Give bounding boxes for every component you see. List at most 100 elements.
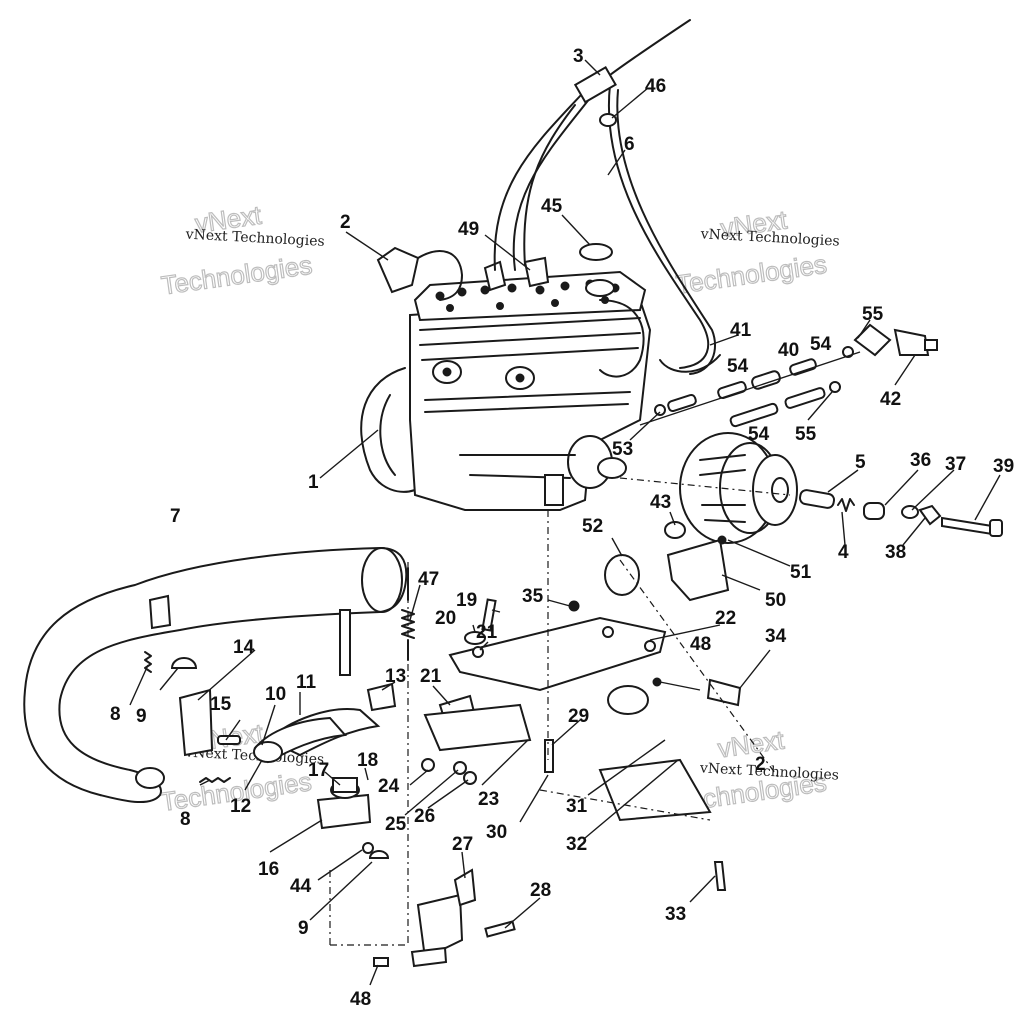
callout-48-mid: 48 <box>690 634 711 655</box>
callout-53: 53 <box>612 439 633 460</box>
bumper-52 <box>604 554 640 596</box>
cable-left-c <box>523 104 576 266</box>
callout-49: 49 <box>458 219 479 240</box>
flange-13 <box>366 682 397 712</box>
muffler-body-7 <box>23 546 408 803</box>
oil-fitting-42-body <box>893 328 930 356</box>
bolt-19 <box>481 598 497 632</box>
leader-lines <box>129 59 1001 986</box>
washer-37 <box>901 505 919 519</box>
muffler-assembly <box>23 546 408 803</box>
hose-54-upper-a <box>717 380 747 400</box>
bracket-50 <box>666 538 730 602</box>
engine-spark-plug-right <box>523 256 550 288</box>
oil-cap-45 <box>579 243 615 297</box>
callout-47: 47 <box>418 569 439 590</box>
callout-21-upper: 21 <box>476 622 498 643</box>
callout-55-upper: 55 <box>862 304 884 325</box>
grommet-9-lower <box>368 850 390 859</box>
bushing-36 <box>863 502 885 520</box>
engine-mount-boss <box>544 474 564 506</box>
mount-16-plate <box>316 793 372 830</box>
bolt-33 <box>713 861 727 891</box>
callout-19: 19 <box>456 590 477 611</box>
exhaust-manifold <box>217 682 397 764</box>
engine-mount-16 <box>316 777 372 830</box>
spring-8-lower <box>199 777 231 783</box>
callout-14: 14 <box>233 637 255 658</box>
clip-55-lower <box>829 381 841 393</box>
nut-48-bottom <box>373 957 389 967</box>
callout-16: 16 <box>258 859 279 880</box>
callout-1: 1 <box>308 472 319 493</box>
callout-38: 38 <box>885 542 906 563</box>
callout-41: 41 <box>730 320 752 341</box>
callout-24: 24 <box>378 776 400 797</box>
callout-35: 35 <box>522 586 544 607</box>
cap-45-top <box>579 243 613 261</box>
engine-block-body <box>409 298 652 511</box>
nut-35 <box>568 600 580 612</box>
cap-45-base <box>585 279 615 297</box>
callout-52: 52 <box>582 516 603 537</box>
muffler-inlet <box>135 767 165 789</box>
oil-line-6 <box>607 84 710 369</box>
callout-28: 28 <box>530 880 551 901</box>
callout-20: 20 <box>435 608 456 629</box>
callout-15: 15 <box>210 694 232 715</box>
primer-bulb-2 <box>376 246 420 294</box>
manifold-outlet-12 <box>253 741 283 763</box>
hose-54-lower-c <box>784 387 826 409</box>
callout-46: 46 <box>645 76 666 97</box>
bolt-51 <box>717 535 727 545</box>
callout-2: 2 <box>340 212 351 233</box>
hose-54-lower-b <box>729 402 779 428</box>
mount-17-body <box>332 777 358 793</box>
callout-26: 26 <box>414 806 435 827</box>
gasket-15 <box>217 735 241 745</box>
callout-13: 13 <box>385 666 406 687</box>
callout-25: 25 <box>385 814 407 835</box>
engine-side-cover <box>599 299 645 378</box>
callout-12: 12 <box>230 796 251 817</box>
oil-fitting-42-nipple <box>924 339 938 351</box>
callout-21-lower: 21 <box>420 666 442 687</box>
oil-pump-bracket-41 <box>659 354 721 373</box>
fitting-34 <box>706 678 742 707</box>
callout-8-upper: 8 <box>110 704 121 725</box>
callout-29: 29 <box>568 706 589 727</box>
bracket-14 <box>178 688 214 757</box>
callout-39: 39 <box>993 456 1014 477</box>
bracket-27-top <box>453 868 477 907</box>
callout-9-lower: 9 <box>298 918 309 939</box>
callout-45: 45 <box>541 196 563 217</box>
watermark-right: vNext Technologies vNext Technologies <box>674 204 840 301</box>
muffler-bracket-hook <box>148 594 172 630</box>
callout-31: 31 <box>566 796 588 817</box>
spring-4 <box>837 498 855 512</box>
watermark-left: vNext Technologies vNext Technologies <box>159 199 325 301</box>
callout-22: 22 <box>715 608 736 629</box>
clamp-46 <box>599 113 618 127</box>
watermark-left-text: vNext Technologies <box>184 227 325 250</box>
callout-6: 6 <box>624 134 635 155</box>
callout-3: 3 <box>573 46 584 67</box>
cable-left-a <box>493 79 596 271</box>
cover-32 <box>607 685 650 715</box>
bracket-27-foot <box>410 946 448 968</box>
callout-40: 40 <box>778 340 799 361</box>
callout-37: 37 <box>945 454 966 475</box>
callout-30: 30 <box>486 822 507 843</box>
callout-27: 27 <box>452 834 473 855</box>
oil-injection-line <box>639 323 938 428</box>
callout-2-partial: 2 <box>755 754 766 775</box>
callout-54-upper-right: 54 <box>810 334 832 355</box>
nut-48-mid <box>652 677 662 687</box>
drive-clutch-hub <box>771 477 789 503</box>
bolt-29-30 <box>544 739 554 773</box>
throttle-cable-assembly <box>493 19 721 375</box>
callout-43: 43 <box>650 492 671 513</box>
callout-51: 51 <box>790 562 812 583</box>
engine-crankshaft-stub <box>597 457 627 479</box>
callout-54-upper-left: 54 <box>727 356 749 377</box>
